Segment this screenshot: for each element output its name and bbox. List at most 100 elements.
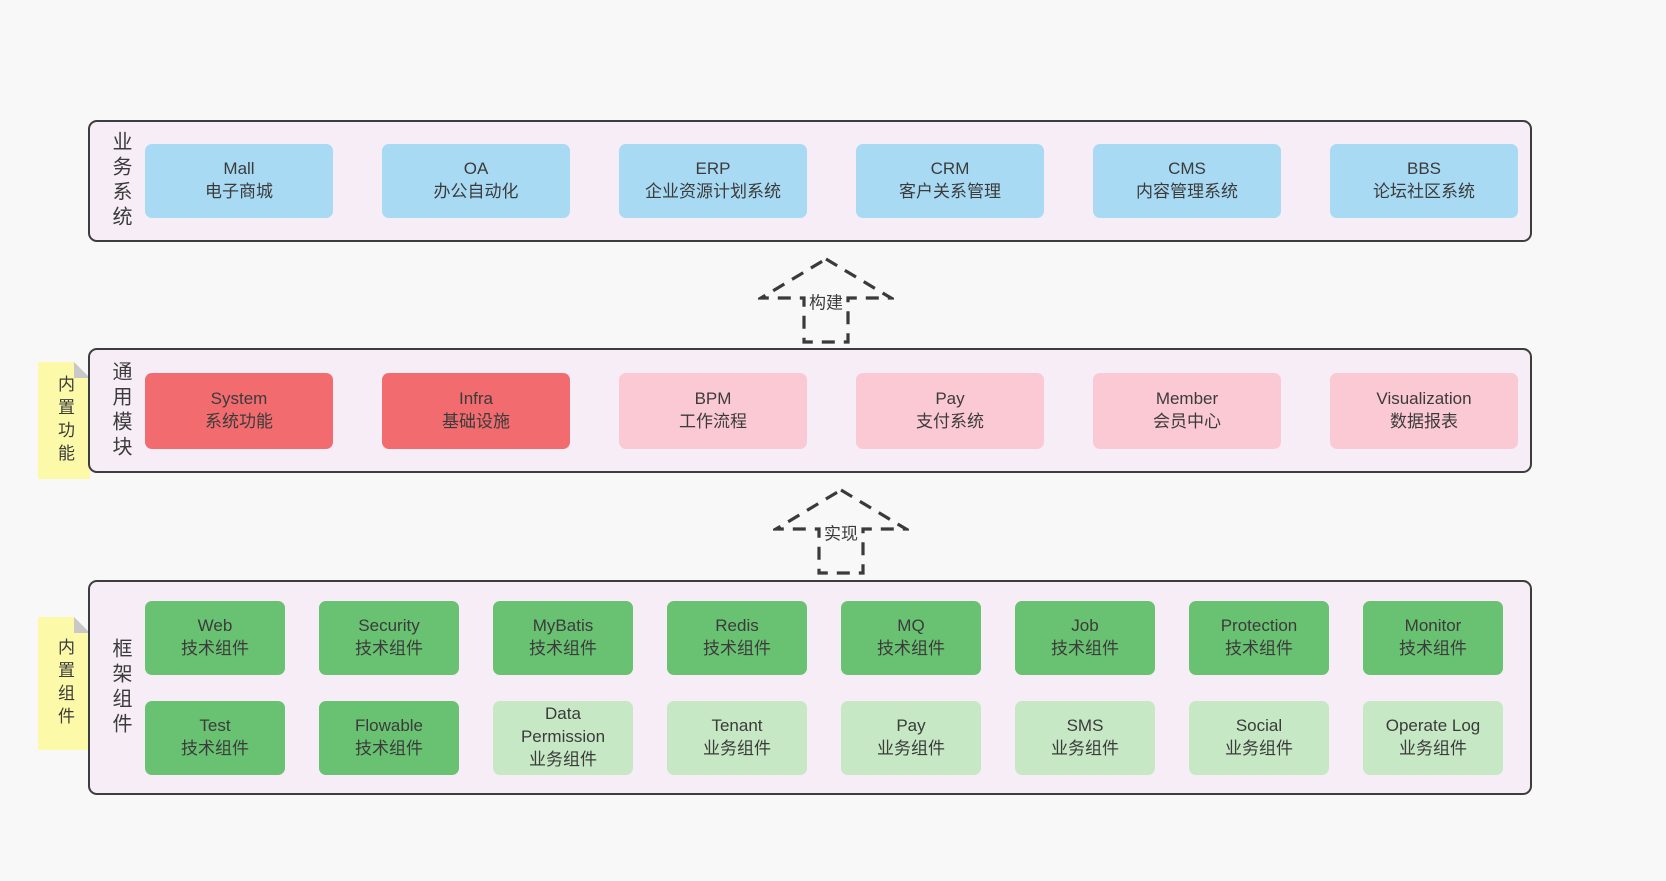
- box-pay-component: Pay 业务组件: [841, 700, 981, 775]
- box-desc: 内容管理系统: [1136, 182, 1238, 201]
- box-name: Operate Log: [1385, 715, 1481, 735]
- build-arrow-label: 构建: [806, 287, 846, 315]
- box-desc: 技术组件: [1225, 638, 1293, 658]
- box-name: Pay: [896, 715, 926, 735]
- box-name: BPM: [694, 388, 732, 408]
- box-data-permission: Data Permission 业务组件: [493, 700, 633, 775]
- box-name: Protection: [1220, 615, 1298, 635]
- components-section-label: 框架组件: [109, 637, 131, 738]
- box-name: System: [210, 388, 268, 408]
- box-security: Security 技术组件: [319, 600, 459, 675]
- box-name: CMS: [1168, 159, 1206, 179]
- box-name: Redis: [715, 615, 759, 635]
- box-sms: SMS 业务组件: [1015, 700, 1155, 775]
- box-desc: 业务组件: [529, 749, 597, 769]
- box-name: Monitor: [1404, 615, 1462, 635]
- box-monitor: Monitor 技术组件: [1363, 600, 1503, 675]
- box-pay-module: Pay 支付系统: [856, 372, 1044, 449]
- box-name: ERP: [695, 159, 731, 179]
- box-mall: Mall 电子商城: [145, 144, 333, 218]
- box-mybatis: MyBatis 技术组件: [493, 600, 633, 675]
- box-mq: MQ 技术组件: [841, 600, 981, 675]
- box-desc: 技术组件: [1051, 638, 1119, 658]
- box-name: MyBatis: [532, 615, 594, 635]
- box-desc: 技术组件: [1399, 638, 1467, 658]
- box-desc: 办公自动化: [433, 182, 519, 201]
- box-web: Web 技术组件: [145, 600, 285, 675]
- box-tenant: Tenant 业务组件: [667, 700, 807, 775]
- box-desc: 技术组件: [703, 638, 771, 658]
- box-desc: 会员中心: [1153, 411, 1221, 431]
- modules-boxes-row: System 系统功能 Infra 基础设施 BPM 工作流程 Pay 支付系统…: [145, 372, 1518, 449]
- common-modules-section: 通用模块 System 系统功能 Infra 基础设施 BPM 工作流程 Pay…: [88, 348, 1532, 473]
- box-desc: 基础设施: [442, 411, 510, 431]
- built-in-components-note: 内置组件: [38, 617, 90, 750]
- built-in-features-label: 内置功能: [55, 374, 74, 467]
- build-arrow: 构建: [758, 256, 894, 346]
- box-desc: 业务组件: [703, 738, 771, 758]
- components-row-2: Test 技术组件 Flowable 技术组件 Data Permission …: [145, 700, 1503, 775]
- box-desc: 论坛社区系统: [1373, 182, 1475, 201]
- business-boxes-row: Mall 电子商城 OA 办公自动化 ERP 企业资源计划系统 CRM 客户关系…: [145, 144, 1518, 218]
- box-desc: 技术组件: [529, 638, 597, 658]
- box-test: Test 技术组件: [145, 700, 285, 775]
- implement-arrow-label: 实现: [821, 518, 861, 546]
- framework-components-section: 框架组件 Web 技术组件 Security 技术组件 MyBatis 技术组件…: [88, 580, 1532, 795]
- box-system: System 系统功能: [145, 372, 333, 449]
- box-name: Mall: [223, 159, 255, 179]
- box-name: Visualization: [1376, 388, 1472, 408]
- box-visualization: Visualization 数据报表: [1330, 372, 1518, 449]
- box-name: OA: [463, 159, 489, 179]
- components-rows: Web 技术组件 Security 技术组件 MyBatis 技术组件 Redi…: [145, 600, 1503, 775]
- box-desc: 系统功能: [205, 411, 273, 431]
- box-desc: 技术组件: [355, 738, 423, 758]
- box-desc: 业务组件: [1399, 738, 1467, 758]
- box-flowable: Flowable 技术组件: [319, 700, 459, 775]
- box-name: Member: [1155, 388, 1219, 408]
- box-member: Member 会员中心: [1093, 372, 1281, 449]
- box-desc: 业务组件: [877, 738, 945, 758]
- box-crm: CRM 客户关系管理: [856, 144, 1044, 218]
- up-block-arrow-icon: [758, 257, 894, 344]
- box-desc: 业务组件: [1225, 738, 1293, 758]
- box-name: Test: [199, 715, 231, 735]
- box-desc: 工作流程: [679, 411, 747, 431]
- box-name: MQ: [897, 615, 925, 635]
- box-erp: ERP 企业资源计划系统: [619, 144, 807, 218]
- box-desc: 客户关系管理: [899, 182, 1001, 201]
- box-desc: 业务组件: [1051, 738, 1119, 758]
- box-name: Web: [197, 615, 233, 635]
- box-name: Social: [1235, 715, 1283, 735]
- box-redis: Redis 技术组件: [667, 600, 807, 675]
- box-protection: Protection 技术组件: [1189, 600, 1329, 675]
- box-name: BBS: [1406, 159, 1442, 179]
- box-name: Data Permission: [520, 704, 606, 747]
- box-desc: 数据报表: [1390, 411, 1458, 431]
- box-name: Pay: [935, 388, 965, 408]
- box-name: Tenant: [711, 715, 763, 735]
- box-name: Security: [358, 615, 420, 635]
- box-desc: 技术组件: [181, 638, 249, 658]
- box-desc: 支付系统: [916, 411, 984, 431]
- box-name: SMS: [1066, 715, 1104, 735]
- box-social: Social 业务组件: [1189, 700, 1329, 775]
- box-bpm: BPM 工作流程: [619, 372, 807, 449]
- implement-arrow: 实现: [773, 487, 909, 577]
- box-cms: CMS 内容管理系统: [1093, 144, 1281, 218]
- box-name: Flowable: [354, 715, 424, 735]
- built-in-components-label: 内置组件: [55, 637, 74, 730]
- box-desc: 技术组件: [877, 638, 945, 658]
- box-desc: 技术组件: [355, 638, 423, 658]
- box-desc: 技术组件: [181, 738, 249, 758]
- box-job: Job 技术组件: [1015, 600, 1155, 675]
- box-desc: 企业资源计划系统: [645, 182, 781, 201]
- business-section-label: 业务系统: [109, 131, 131, 231]
- box-infra: Infra 基础设施: [382, 372, 570, 449]
- box-oa: OA 办公自动化: [382, 144, 570, 218]
- built-in-features-note: 内置功能: [38, 362, 90, 479]
- business-systems-section: 业务系统 Mall 电子商城 OA 办公自动化 ERP 企业资源计划系统 CRM…: [88, 120, 1532, 242]
- box-operate-log: Operate Log 业务组件: [1363, 700, 1503, 775]
- box-desc: 电子商城: [205, 182, 273, 201]
- box-name: Infra: [458, 388, 494, 408]
